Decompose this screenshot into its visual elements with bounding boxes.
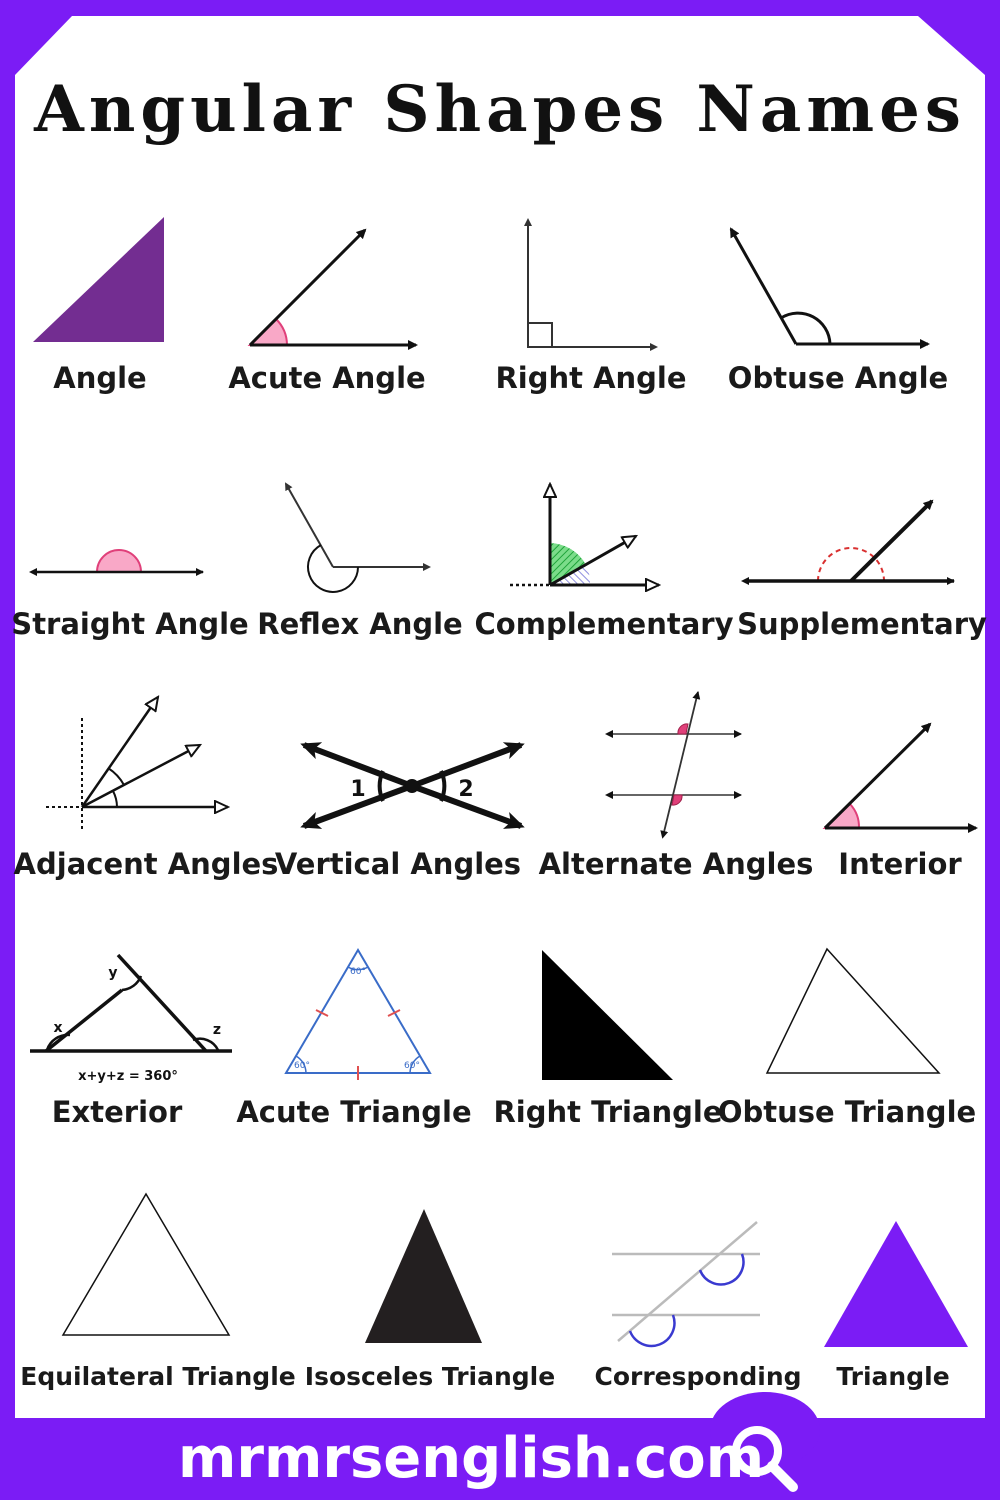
label-adjacent-angles: Adjacent Angles — [13, 847, 279, 881]
acute-angle-shape — [247, 228, 418, 350]
label-corresponding: Corresponding — [594, 1362, 802, 1391]
alternate-angles-shape — [605, 691, 742, 839]
supplementary-shape — [741, 499, 955, 585]
label-interior: Interior — [838, 847, 962, 881]
exterior-label-y: y — [108, 965, 117, 981]
site-url[interactable]: mrmrsenglish.com — [178, 1426, 765, 1491]
exterior-label-z: z — [213, 1022, 221, 1038]
acute-triangle-angle-right: 60° — [404, 1061, 420, 1071]
triangle-shape — [824, 1221, 968, 1347]
label-acute-triangle: Acute Triangle — [236, 1095, 472, 1129]
exterior-formula: x+y+z = 360° — [78, 1069, 178, 1084]
label-right-triangle: Right Triangle — [493, 1095, 723, 1129]
page-title: Angular Shapes Names — [34, 72, 966, 147]
vertical-angles-shape — [300, 742, 525, 829]
right-triangle-shape — [542, 950, 673, 1080]
straight-angle-shape — [29, 549, 204, 576]
angle-shape — [33, 217, 164, 342]
corresponding-shape — [612, 1221, 760, 1348]
obtuse-angle-shape — [729, 227, 930, 349]
vertical-label-2: 2 — [458, 777, 473, 802]
label-triangle: Triangle — [836, 1362, 950, 1391]
label-right-angle: Right Angle — [495, 361, 687, 395]
search-icon[interactable] — [732, 1426, 798, 1492]
exterior-shape — [30, 953, 232, 1053]
label-obtuse-triangle: Obtuse Triangle — [717, 1095, 977, 1129]
label-alternate-angles: Alternate Angles — [538, 847, 814, 881]
obtuse-triangle-shape — [765, 947, 941, 1074]
acute-triangle-shape — [284, 948, 432, 1080]
reflex-angle-shape — [285, 482, 431, 593]
label-complementary: Complementary — [474, 607, 734, 641]
right-angle-shape — [524, 218, 658, 351]
exterior-label-x: x — [53, 1020, 62, 1036]
acute-triangle-angle-top: 60° — [350, 967, 366, 977]
adjacent-angles-shape — [46, 697, 228, 830]
label-exterior: Exterior — [51, 1095, 183, 1129]
label-acute-angle: Acute Angle — [228, 361, 426, 395]
vertical-label-1: 1 — [350, 777, 365, 802]
label-isosceles-triangle: Isosceles Triangle — [304, 1362, 556, 1391]
label-obtuse-angle: Obtuse Angle — [727, 361, 949, 395]
label-angle: Angle — [53, 361, 147, 395]
interior-shape — [822, 722, 978, 833]
complementary-shape — [510, 484, 659, 585]
label-supplementary: Supplementary — [737, 607, 987, 641]
isosceles-triangle-shape — [365, 1209, 482, 1343]
label-vertical-angles: Vertical Angles — [274, 847, 522, 881]
acute-triangle-angle-left: 60° — [294, 1061, 310, 1071]
label-straight-angle: Straight Angle — [11, 607, 249, 641]
equilateral-triangle-shape — [61, 1192, 231, 1336]
label-reflex-angle: Reflex Angle — [257, 607, 463, 641]
label-equilateral-triangle: Equilateral Triangle — [20, 1362, 296, 1391]
